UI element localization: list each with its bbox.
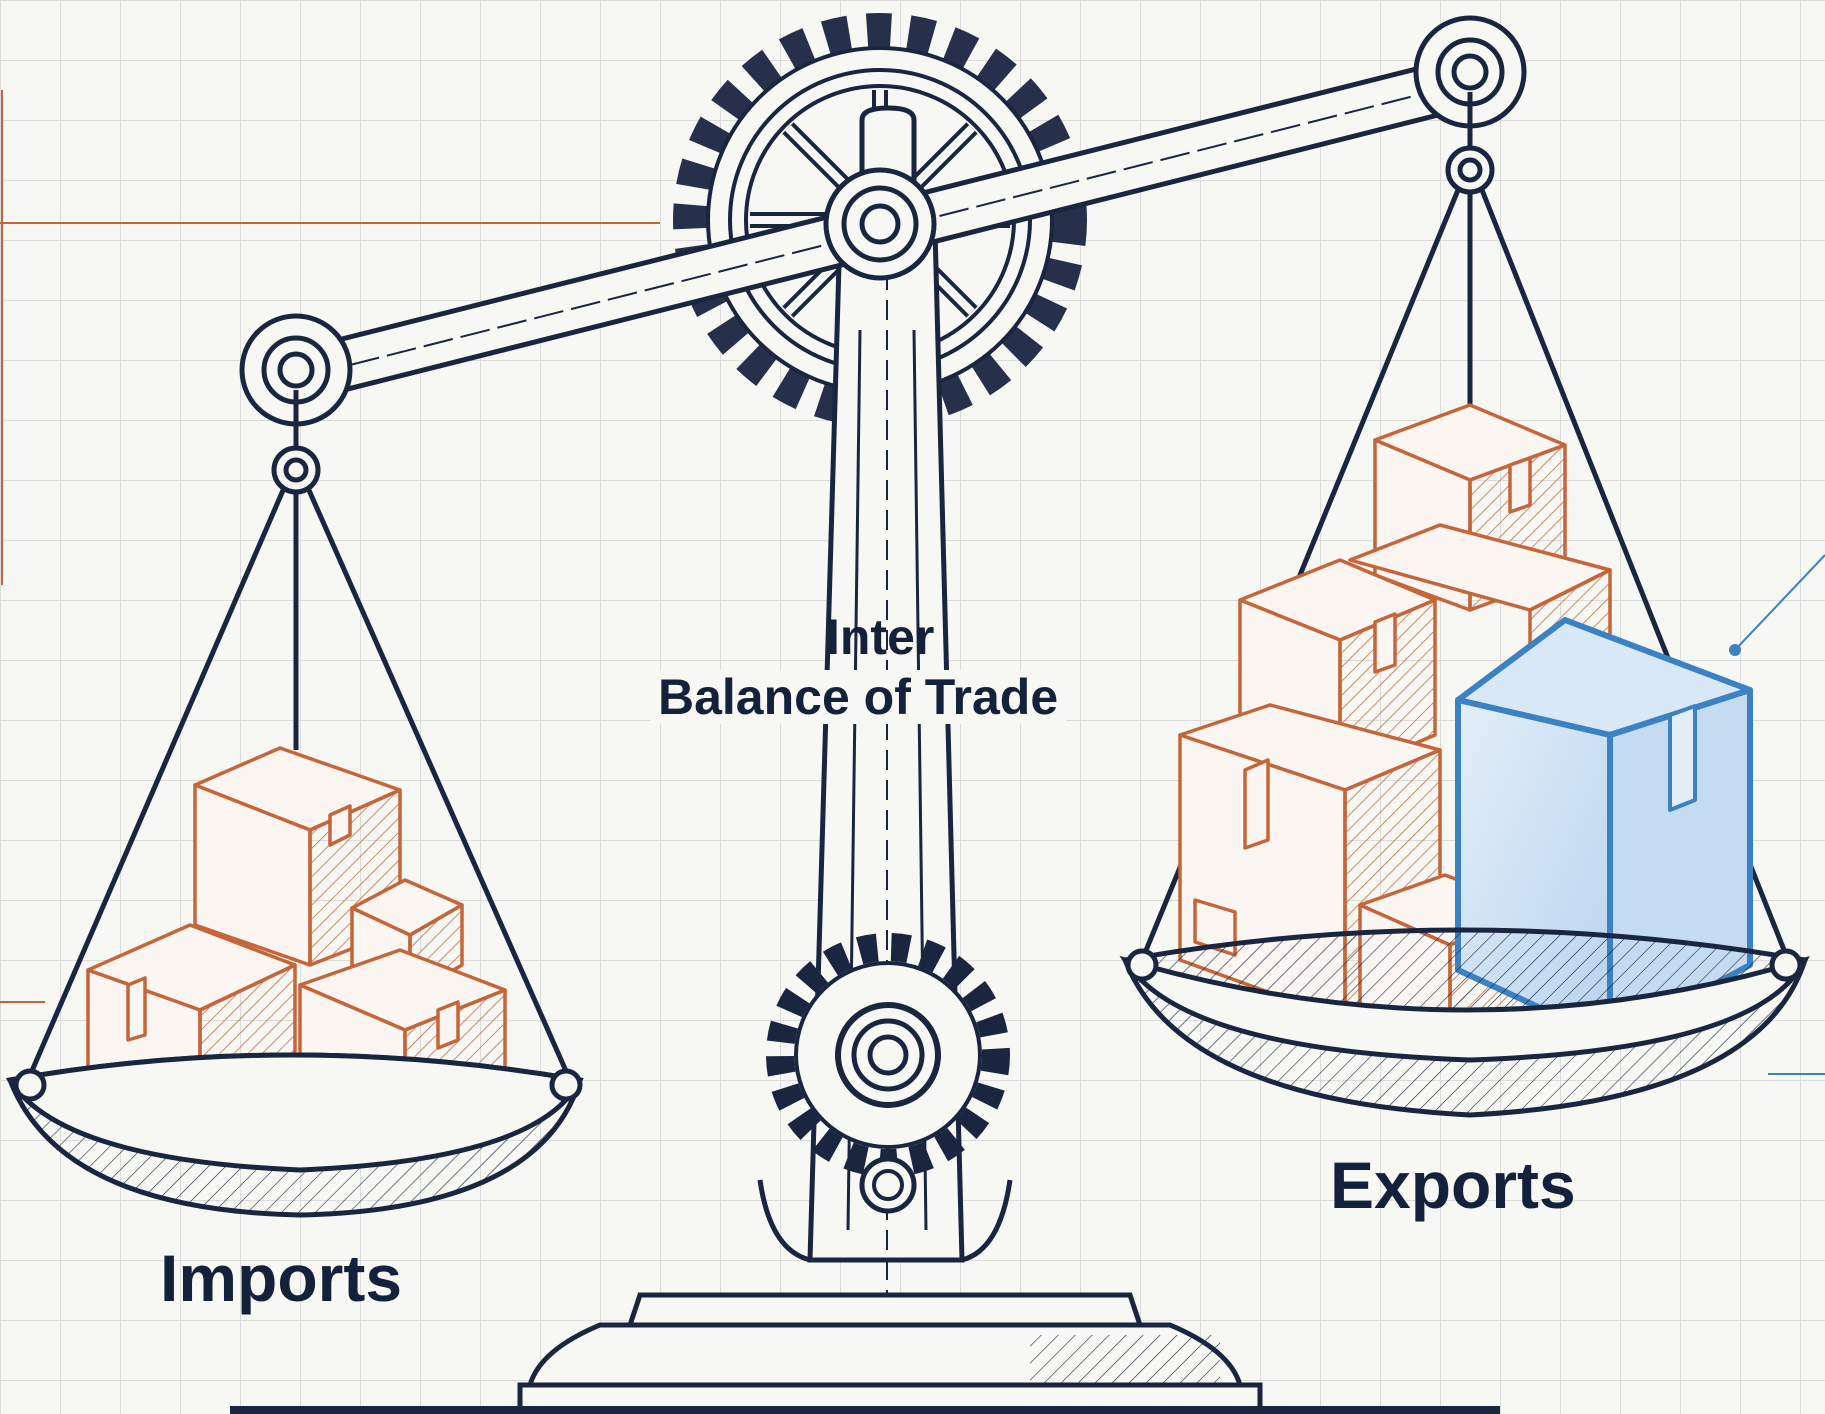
exports-label: Exports xyxy=(1330,1148,1576,1222)
diagram-title-line-2: Balance of Trade xyxy=(650,670,1067,724)
right-pan xyxy=(1119,927,1810,1118)
balance-beam xyxy=(239,15,1527,427)
annotation-lines-left xyxy=(0,90,660,1003)
annotation-lines-right xyxy=(1729,554,1825,1075)
scale-base xyxy=(230,1292,1500,1414)
small-gear-icon xyxy=(766,933,1010,1214)
diagram-title-line-1: Inter xyxy=(826,609,935,665)
imports-label: Imports xyxy=(160,1241,403,1315)
left-pan xyxy=(5,1052,584,1218)
left-pan-hanger xyxy=(25,390,573,1082)
